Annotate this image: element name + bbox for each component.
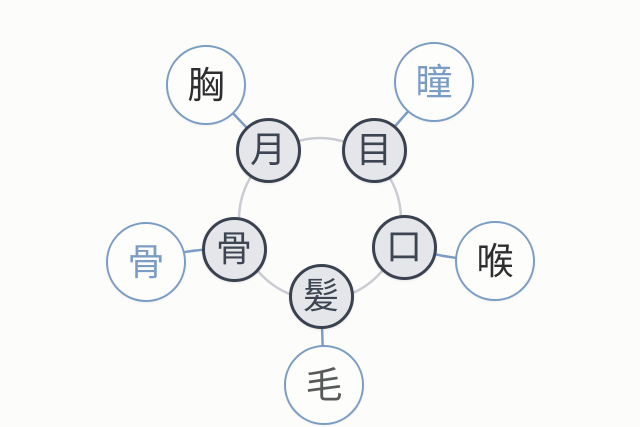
inner-node-label: 目 [355, 129, 392, 170]
inner-node-label: 月 [249, 129, 286, 170]
outer-node-label: 瞳 [415, 61, 453, 103]
outer-node-mune[interactable]: 胸 [166, 45, 246, 125]
outer-node-label: 胸 [187, 64, 225, 106]
inner-node-label: 骨 [215, 228, 252, 269]
inner-node-kami[interactable]: 髪 [288, 263, 354, 329]
outer-node-hone[interactable]: 骨 [106, 222, 186, 302]
outer-node-label: 骨 [127, 241, 165, 283]
inner-node-label: 口 [385, 226, 422, 267]
inner-node-label: 髪 [302, 275, 339, 316]
outer-node-hitomi[interactable]: 瞳 [394, 42, 474, 122]
inner-node-hone[interactable]: 骨 [201, 216, 267, 282]
outer-node-nodo[interactable]: 喉 [455, 221, 535, 301]
inner-node-me[interactable]: 目 [341, 117, 407, 183]
outer-node-ke[interactable]: 毛 [284, 345, 364, 425]
outer-node-label: 喉 [476, 240, 514, 282]
outer-node-label: 毛 [305, 364, 343, 406]
inner-node-tsuki[interactable]: 月 [235, 117, 301, 183]
inner-node-kuchi[interactable]: 口 [371, 214, 437, 280]
